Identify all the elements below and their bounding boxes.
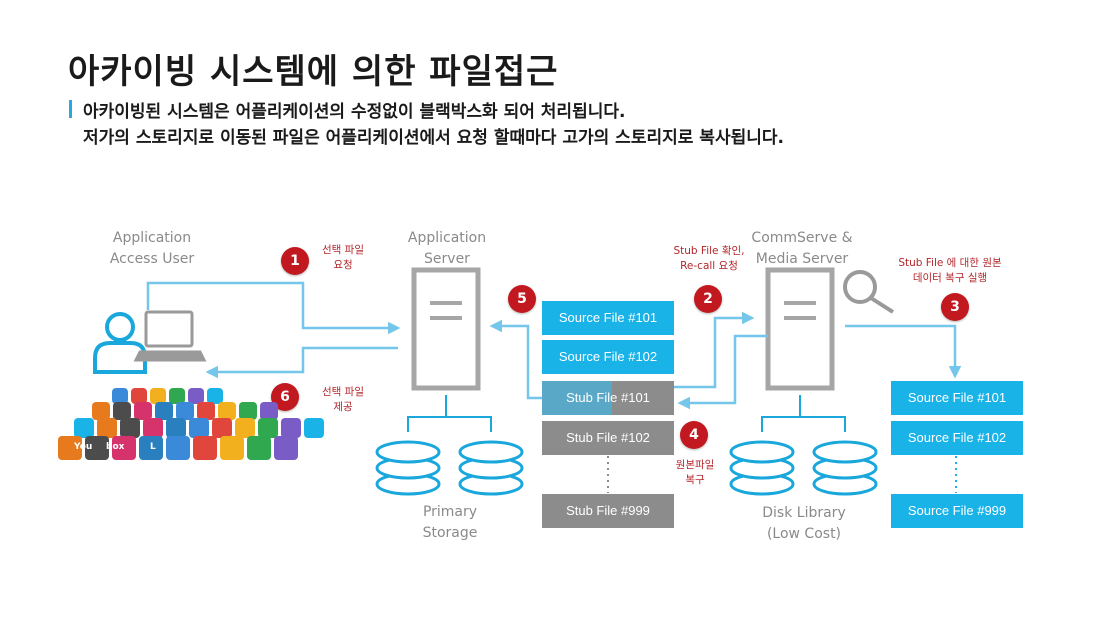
right-source-file-102: Source File #102 <box>891 421 1023 455</box>
app-tile-icon <box>166 418 186 438</box>
commserve-server-label: CommServe & Media Server <box>751 230 853 267</box>
app-tile-icon <box>197 402 215 420</box>
center-source-file-102: Source File #102 <box>542 340 674 374</box>
app-tile-icon <box>85 436 109 460</box>
subtitle-line-1: 아카이빙된 시스템은 어플리케이션의 수정없이 블랙박스화 되어 처리됩니다. <box>83 102 626 122</box>
app-tile-icon <box>218 402 236 420</box>
commserve-server-icon <box>765 267 835 391</box>
app-tile-icon <box>281 418 301 438</box>
step-badge-1: 1 <box>281 247 309 275</box>
stub-file-102: Stub File #102 <box>542 421 674 455</box>
app-tile-label: box <box>106 442 125 452</box>
arrow-step-4 <box>677 334 768 410</box>
magnifier-icon <box>843 270 895 314</box>
app-tile-icon <box>235 418 255 438</box>
step-1-note: 선택 파일 요청 <box>322 244 364 271</box>
step-badge-2: 2 <box>694 285 722 313</box>
app-tile-icon <box>143 418 163 438</box>
app-tile-icon <box>212 418 232 438</box>
app-tile-icon <box>176 402 194 420</box>
arrow-step-5 <box>489 319 543 400</box>
app-tile-icon <box>150 388 166 404</box>
step-badge-5: 5 <box>508 285 536 313</box>
app-tile-icon <box>220 436 244 460</box>
step-2-note: Stub File 확인, Re-call 요청 <box>673 245 745 272</box>
step-6-note: 선택 파일 제공 <box>322 386 364 413</box>
stub-file-101: Stub File #101 <box>542 381 674 415</box>
app-tile-icon <box>247 436 271 460</box>
app-tile-icon <box>97 418 117 438</box>
app-tile-icon <box>113 402 131 420</box>
app-tile-icon <box>131 388 147 404</box>
subtitle-accent-bar <box>69 100 72 118</box>
app-server-storage-connector <box>407 395 846 432</box>
app-tile-icon <box>112 388 128 404</box>
app-tile-icon <box>188 388 204 404</box>
app-tile-icon <box>112 436 136 460</box>
application-server-icon <box>411 267 481 391</box>
step-3-note: Stub File 에 대한 원본 데이터 복구 실행 <box>898 257 1002 284</box>
primary-storage-label: Primary Storage <box>422 504 478 541</box>
app-tile-icon <box>139 436 163 460</box>
flow-arrows <box>146 281 962 410</box>
step-4-note: 원본파일 복구 <box>675 459 715 486</box>
arrow-step-2 <box>674 311 755 389</box>
laptop-icon <box>133 310 207 362</box>
arrow-step-1 <box>146 281 401 335</box>
app-tile-label: You <box>74 442 93 452</box>
right-source-file-999: Source File #999 <box>891 494 1023 528</box>
stub-file-999: Stub File #999 <box>542 494 674 528</box>
app-tile-icon <box>189 418 209 438</box>
app-tile-icon <box>260 402 278 420</box>
app-tile-icon <box>239 402 257 420</box>
app-tile-icon <box>166 436 190 460</box>
app-tile-icon <box>134 402 152 420</box>
app-tile-icon <box>258 418 278 438</box>
application-user-label: Application Access User <box>109 230 195 267</box>
disk-library-label: Disk Library (Low Cost) <box>762 505 846 542</box>
step-badge-4: 4 <box>680 421 708 449</box>
right-source-file-101: Source File #101 <box>891 381 1023 415</box>
primary-storage-icon <box>375 440 524 496</box>
application-server-label: Application Server <box>407 230 487 267</box>
app-tile-icon <box>92 402 110 420</box>
app-tile-icon <box>58 436 82 460</box>
app-tile-icon <box>304 418 324 438</box>
app-tile-icon <box>74 418 94 438</box>
app-tile-icon <box>169 388 185 404</box>
user-icon <box>93 312 147 374</box>
page-title: 아카이빙 시스템에 의한 파일접근 <box>68 52 559 92</box>
subtitle-line-2: 저가의 스토리지로 이동된 파일은 어플리케이션에서 요청 할때마다 고가의 스… <box>83 128 784 148</box>
disk-library-icon <box>729 440 878 496</box>
app-tile-icon <box>207 388 223 404</box>
app-tile-icon <box>155 402 173 420</box>
app-tile-icon <box>274 436 298 460</box>
app-tile-icon <box>193 436 217 460</box>
app-tile-icon <box>120 418 140 438</box>
arrow-step-3 <box>845 324 962 379</box>
arrow-step-6 <box>205 346 398 379</box>
center-source-file-101: Source File #101 <box>542 301 674 335</box>
step-badge-3: 3 <box>941 293 969 321</box>
app-tile-label: L <box>150 442 156 452</box>
